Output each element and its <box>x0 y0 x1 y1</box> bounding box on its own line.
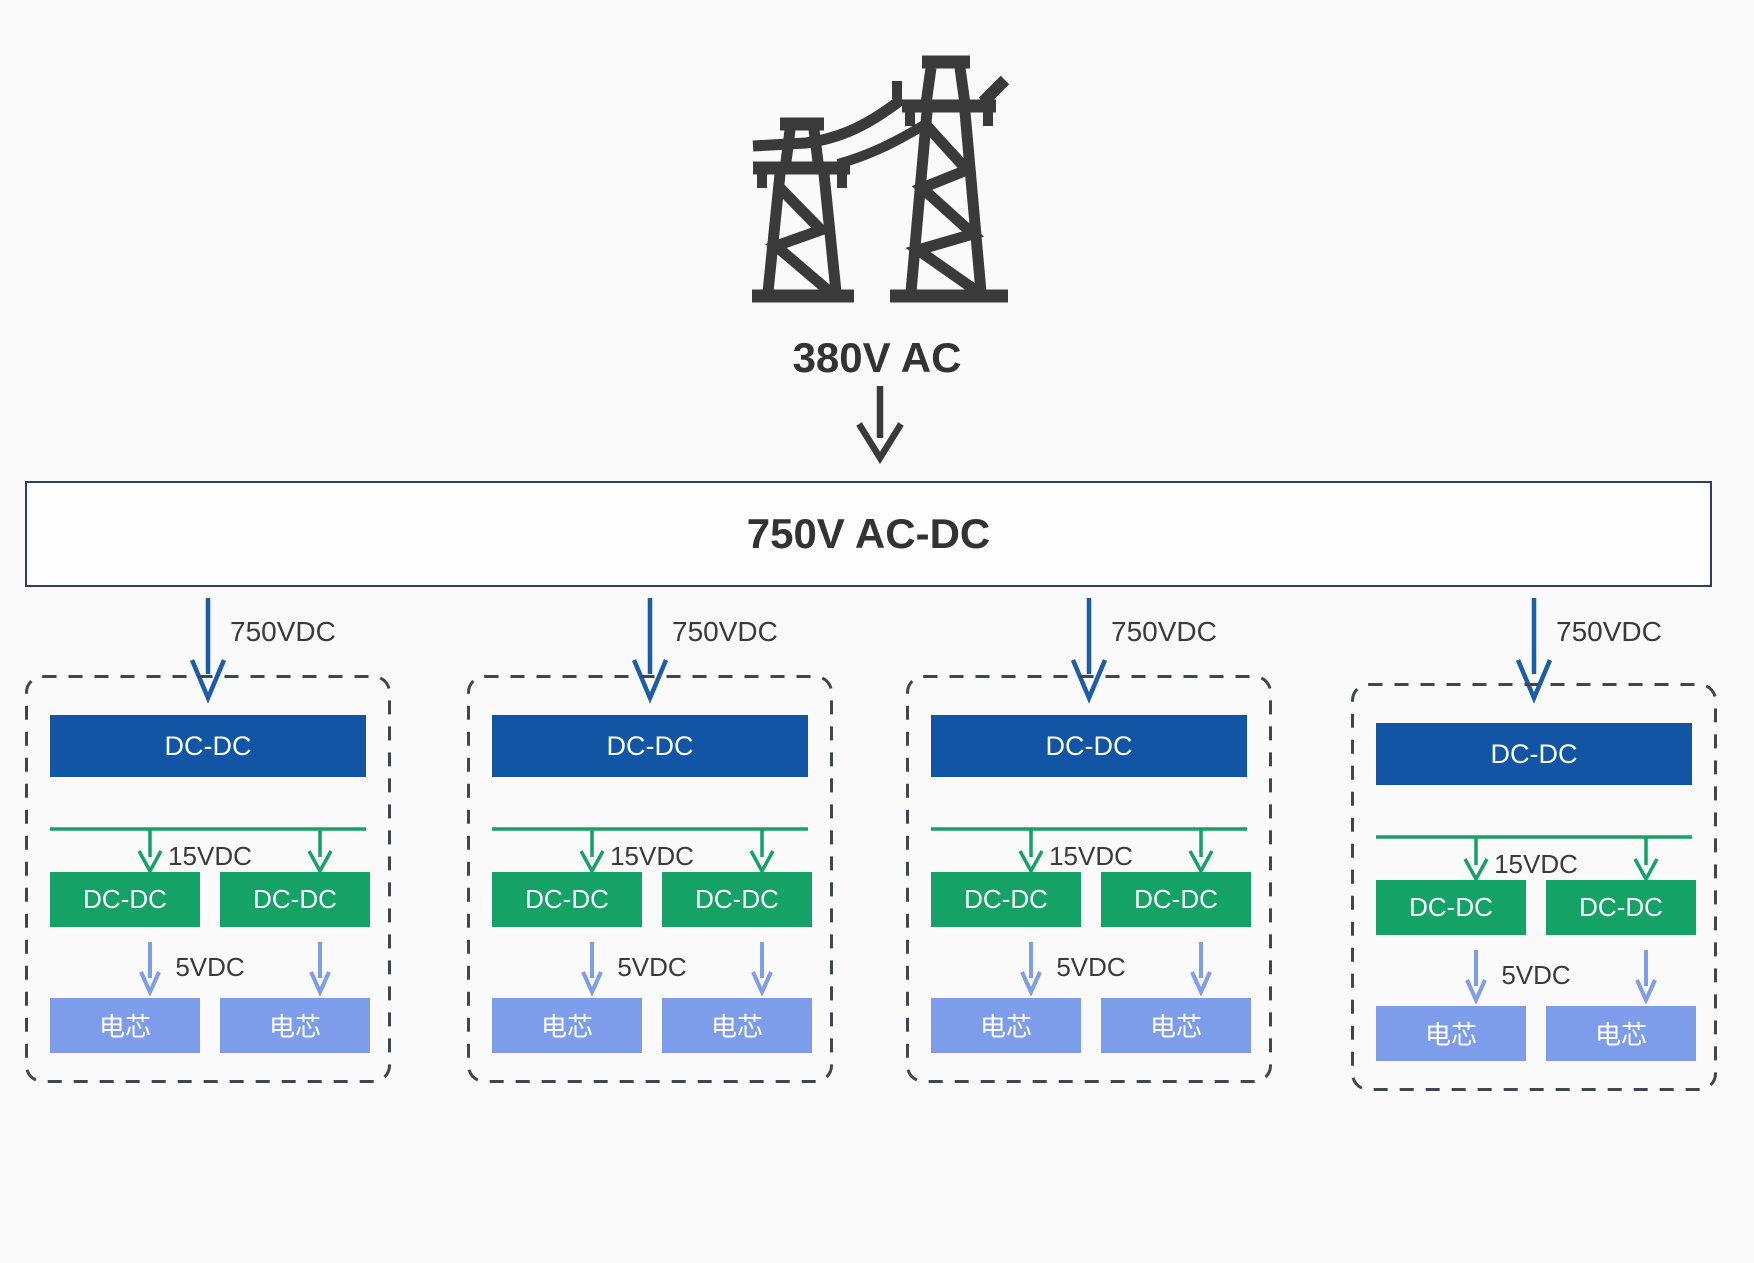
feed-voltage-label: 750VDC <box>230 616 336 647</box>
acdc-converter-label: 750V AC-DC <box>746 510 991 557</box>
branch-feed-arrow-icon <box>631 598 669 704</box>
branch-feed-arrow-icon <box>1070 598 1108 704</box>
cell-feed-arrows-icon <box>139 942 331 996</box>
bus-voltage-label: 15VDC <box>1494 849 1578 879</box>
feed-voltage-label: 750VDC <box>1556 616 1662 647</box>
battery-cell-box: 电芯 <box>1376 1006 1526 1061</box>
primary-dcdc-converter-box: DC-DC <box>492 715 808 777</box>
bus-split-arrows-icon <box>1376 835 1692 883</box>
cell-feed-arrows-icon <box>1465 950 1657 1004</box>
bus-split-arrows-icon <box>931 827 1247 875</box>
bus-voltage-label: 15VDC <box>610 841 694 871</box>
primary-dcdc-converter-box: DC-DC <box>50 715 366 777</box>
battery-cell-box: 电芯 <box>220 998 370 1053</box>
module-dashed-border <box>467 675 833 1083</box>
power-module-group: DC-DC 15VDC DC-DC DC-DC 5VDC 电芯 电芯 <box>1351 683 1717 1091</box>
battery-cell-box: 电芯 <box>50 998 200 1053</box>
bus-voltage-label: 15VDC <box>168 841 252 871</box>
bus-split-arrows-icon <box>492 827 808 875</box>
secondary-dcdc-converter-box: DC-DC <box>1101 872 1251 927</box>
secondary-dcdc-converter-box: DC-DC <box>492 872 642 927</box>
secondary-dcdc-converter-box: DC-DC <box>1546 880 1696 935</box>
secondary-dcdc-converter-box: DC-DC <box>1376 880 1526 935</box>
secondary-dcdc-converter-box: DC-DC <box>50 872 200 927</box>
feed-voltage-label: 750VDC <box>1111 616 1217 647</box>
battery-cell-box: 电芯 <box>662 998 812 1053</box>
transmission-towers-icon <box>752 55 1010 303</box>
module-dashed-border <box>906 675 1272 1083</box>
power-module-group: DC-DC 15VDC DC-DC DC-DC 5VDC 电芯 电芯 <box>906 675 1272 1083</box>
source-down-arrow-icon <box>856 386 904 465</box>
source-voltage-label: 380V AC <box>792 334 962 381</box>
branch-feed-arrow-icon <box>1515 598 1553 704</box>
power-module-group: DC-DC 15VDC DC-DC DC-DC 5VDC 电芯 电芯 <box>25 675 391 1083</box>
cell-voltage-label: 5VDC <box>1501 960 1571 990</box>
secondary-dcdc-converter-box: DC-DC <box>931 872 1081 927</box>
battery-cell-box: 电芯 <box>1101 998 1251 1053</box>
battery-cell-box: 电芯 <box>931 998 1081 1053</box>
module-dashed-border <box>25 675 391 1083</box>
cell-voltage-label: 5VDC <box>617 952 687 982</box>
acdc-converter-box: 750V AC-DC <box>25 481 1712 587</box>
battery-cell-box: 电芯 <box>1546 1006 1696 1061</box>
power-module-group: DC-DC 15VDC DC-DC DC-DC 5VDC 电芯 电芯 <box>467 675 833 1083</box>
cell-voltage-label: 5VDC <box>1056 952 1126 982</box>
cell-voltage-label: 5VDC <box>175 952 245 982</box>
cell-feed-arrows-icon <box>1020 942 1212 996</box>
cell-feed-arrows-icon <box>581 942 773 996</box>
secondary-dcdc-converter-box: DC-DC <box>662 872 812 927</box>
feed-voltage-label: 750VDC <box>672 616 778 647</box>
primary-dcdc-converter-box: DC-DC <box>1376 723 1692 785</box>
bus-voltage-label: 15VDC <box>1049 841 1133 871</box>
primary-dcdc-converter-box: DC-DC <box>931 715 1247 777</box>
bus-split-arrows-icon <box>50 827 366 875</box>
module-dashed-border <box>1351 683 1717 1091</box>
branch-feed-arrow-icon <box>189 598 227 704</box>
secondary-dcdc-converter-box: DC-DC <box>220 872 370 927</box>
battery-cell-box: 电芯 <box>492 998 642 1053</box>
